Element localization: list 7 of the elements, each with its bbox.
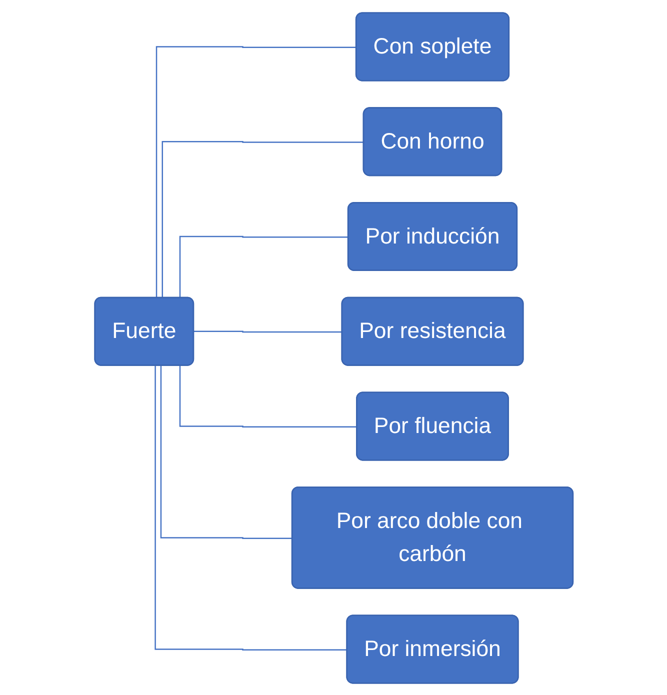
connector [193, 330, 342, 332]
connector [178, 235, 348, 298]
connector [160, 365, 292, 538]
connector [154, 365, 348, 650]
connector [161, 140, 364, 298]
connector [178, 365, 357, 427]
connector [156, 46, 356, 298]
